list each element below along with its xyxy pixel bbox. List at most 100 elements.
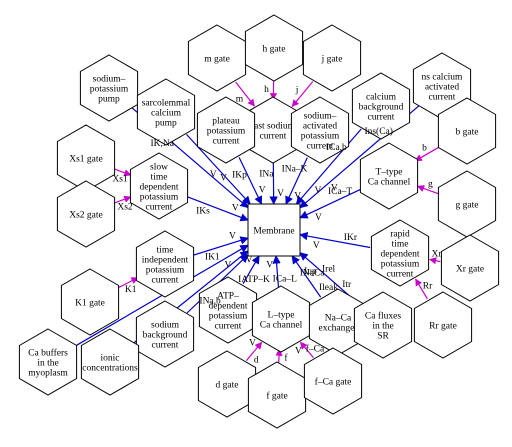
node-shape-k1-gate: [60, 268, 120, 336]
node-label: time: [151, 173, 168, 183]
node-label: current: [368, 113, 395, 123]
edge-xs2-gate-to-slow-time-dependent-potassium: [114, 195, 132, 204]
edge-label: h: [264, 85, 269, 95]
node-label: independent: [142, 256, 189, 266]
node-label: current: [307, 142, 334, 152]
node-label: f gate: [266, 391, 287, 402]
node-label: Xr gate: [456, 265, 484, 275]
node-label: current: [152, 341, 179, 351]
edge-label: V: [259, 185, 266, 195]
edge-ca-buffers-to-membrane: [73, 244, 249, 348]
node-shape-ca-fluxes-sr: [353, 291, 413, 359]
node-shape-atp-dependent-potassium: [198, 276, 258, 344]
node-shape-xr-gate: [440, 234, 500, 302]
edge-m-gate-to-fast-sodium: [235, 81, 255, 107]
node-label: j gate: [321, 55, 343, 65]
edge-label: ICa–T: [328, 187, 352, 197]
node-h-gate: h gate: [244, 14, 304, 82]
edge-label: V: [294, 191, 301, 201]
node-shape-plateau-potassium: [196, 96, 256, 164]
node-label: f–Ca gate: [315, 377, 352, 388]
edge-label: V: [314, 186, 321, 196]
node-label: current: [215, 322, 242, 332]
node-shape-l-type-ca: [251, 285, 311, 353]
edge-label: V: [295, 347, 302, 357]
edge-label: b: [422, 143, 427, 153]
node-shape-sarcolemmal-calcium-pump: [136, 78, 196, 146]
edge-k1-gate-to-time-independent-potassium: [116, 277, 139, 289]
edge-rr-gate-to-rapid-time-dependent-potassium: [415, 278, 428, 300]
node-label: potassium: [301, 132, 340, 142]
node-label: ns calcium: [422, 73, 464, 83]
node-label: d gate: [216, 381, 239, 391]
edge-label: V: [249, 339, 256, 349]
node-shape-rr-gate: [413, 291, 473, 359]
node-label: ionic: [101, 354, 120, 364]
edge-label: INa–K: [282, 165, 308, 175]
node-shape-f-ca-gate: [303, 347, 363, 415]
edge-j-gate-to-fast-sodium: [291, 81, 314, 108]
edge-label: INaCa: [300, 269, 326, 279]
node-label: Ca buffers: [28, 348, 68, 359]
node-d-gate: d gate: [197, 350, 257, 418]
node-label: potassium: [209, 312, 248, 322]
node-label: potassium: [146, 266, 185, 276]
node-membrane: Membrane: [247, 203, 301, 257]
node-label: K1 gate: [75, 299, 105, 309]
edge-label: V: [229, 232, 236, 242]
node-label: Rr gate: [429, 322, 457, 332]
node-label: background: [359, 103, 404, 113]
node-label: activated: [425, 83, 460, 93]
node-label: Ca fluxes: [365, 311, 401, 322]
edge-label: V: [224, 260, 231, 270]
edge-label: Itr: [342, 280, 352, 290]
edge-label: IKr: [344, 233, 358, 243]
edge-label: V: [220, 173, 227, 183]
edge-sodium-activated-potassium-to-membrane: [285, 157, 308, 205]
node-label: current: [429, 93, 456, 103]
node-shape-d-gate: [197, 350, 257, 418]
node-label: dependent: [139, 183, 178, 193]
node-label: h gate: [263, 45, 286, 55]
edge-label: ICa–L: [273, 274, 297, 284]
node-k1-gate: K1 gate: [60, 268, 120, 336]
edge-xs1-gate-to-slow-time-dependent-potassium: [114, 168, 132, 177]
edge-plateau-potassium-to-membrane: [238, 157, 263, 205]
edge-label: V: [246, 255, 253, 265]
edge-l-type-ca-to-membrane: [272, 255, 281, 289]
node-label: background: [143, 331, 188, 341]
edge-slow-time-dependent-potassium-to-membrane: [187, 196, 249, 222]
node-label: plateau: [212, 117, 240, 127]
node-label: SR: [377, 332, 389, 342]
node-label: sarcolemmal: [142, 99, 191, 109]
edge-label: Xs1: [112, 175, 128, 185]
node-label: m gate: [204, 55, 230, 65]
node-label: current: [146, 203, 173, 213]
edge-time-independent-potassium-to-membrane: [193, 236, 249, 256]
node-shape-sodium-background: [135, 300, 195, 368]
node-label: sodium: [151, 321, 180, 331]
node-g-gate: g gate: [437, 170, 497, 238]
node-shape-xs2-gate: [56, 180, 116, 248]
edge-label: V: [331, 184, 338, 194]
edge-label: Irel: [322, 264, 336, 274]
edge-label: V: [277, 189, 284, 199]
edge-label: f: [284, 352, 288, 363]
edge-label: g: [428, 179, 433, 189]
node-label: current: [152, 276, 179, 286]
node-f-ca-gate: f–Ca gate: [303, 347, 363, 415]
edge-label: IATP–K: [238, 275, 270, 285]
node-label: potassium: [381, 260, 420, 270]
